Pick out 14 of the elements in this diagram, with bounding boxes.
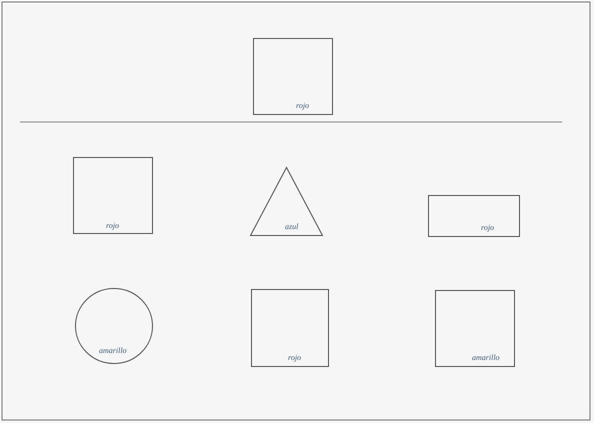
color-word: amarillo	[99, 346, 127, 355]
circle-outline	[75, 288, 153, 364]
color-word: rojo	[481, 223, 494, 232]
color-word: amarillo	[472, 353, 500, 362]
square-outline	[73, 157, 153, 234]
square-outline	[251, 289, 329, 367]
color-word: rojo	[288, 353, 302, 362]
triangle-outline	[250, 167, 323, 236]
color-word: rojo	[296, 101, 310, 110]
color-word: azul	[285, 222, 298, 231]
rectangle-outline	[428, 195, 520, 237]
square-outline	[435, 290, 515, 367]
square-outline	[253, 38, 333, 115]
color-word: rojo	[106, 221, 120, 230]
